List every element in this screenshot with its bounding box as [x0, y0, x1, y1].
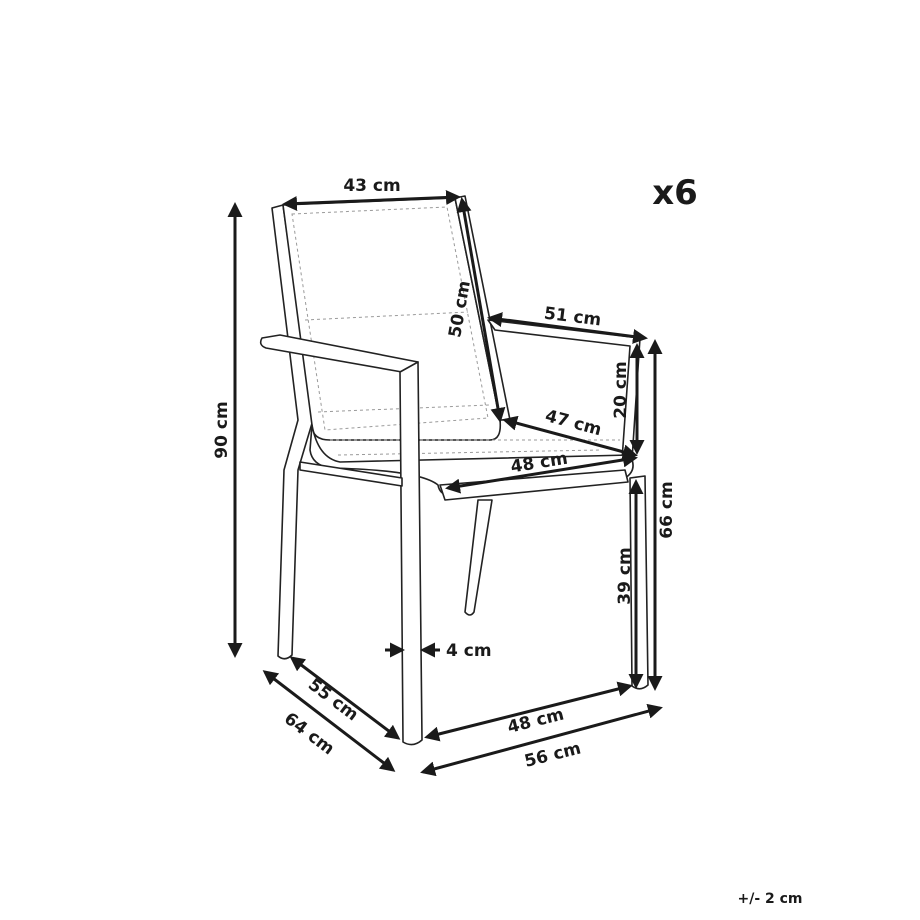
- seat-depth-label: 47 cm: [543, 406, 604, 440]
- backrest-width-label: 43 cm: [343, 176, 400, 196]
- side-rail: [299, 461, 403, 487]
- armrest-height-label: 20 cm: [611, 361, 631, 418]
- leg-depth-label: 55 cm: [304, 675, 362, 726]
- rear-right-leg: [464, 499, 493, 616]
- leg-width-label: 4 cm: [446, 641, 492, 661]
- chair-illustration: [259, 195, 649, 746]
- dimension-arrows: [227, 189, 663, 777]
- front-left-leg: [399, 361, 423, 746]
- seat-height-label: 39 cm: [615, 547, 635, 604]
- total-height-label: 90 cm: [212, 401, 232, 458]
- total-depth-label: 64 cm: [280, 709, 338, 760]
- quantity-label: x6: [652, 173, 698, 213]
- tolerance-label: +/- 2 cm: [737, 891, 802, 907]
- arm-height-label: 66 cm: [657, 481, 677, 538]
